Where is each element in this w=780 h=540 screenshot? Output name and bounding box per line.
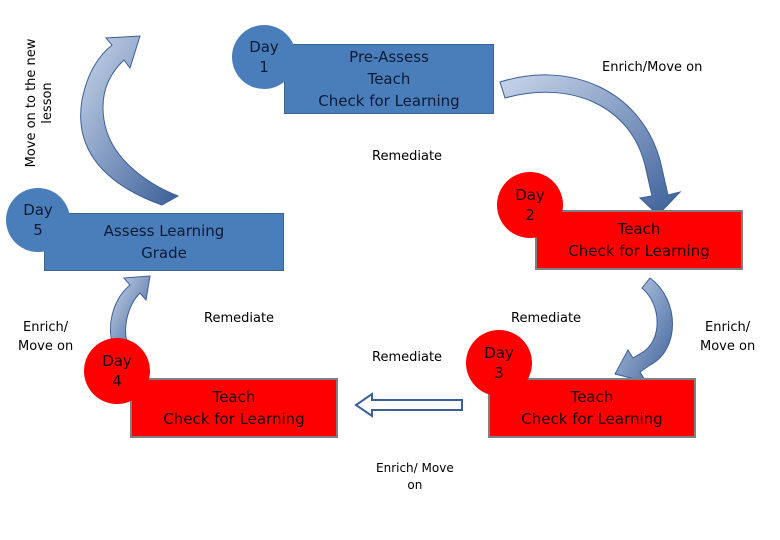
enrich-right-line1: Enrich/ — [705, 320, 751, 335]
day3-teach-line: Teach — [570, 388, 614, 406]
enrich-move-on-bottom-label: Enrich/ Move on — [376, 460, 454, 494]
enrich-move-on-top-label: Enrich/Move on — [602, 60, 703, 75]
enrich-left-line1: Enrich/ — [23, 320, 69, 335]
assess-line: Assess Learning — [103, 222, 225, 240]
day3-teach-box: Teach Check for Learning — [488, 378, 696, 438]
day5-circle: Day 5 — [6, 188, 70, 252]
day2-check-line: Check for Learning — [568, 242, 710, 260]
day2-label: Day — [515, 186, 545, 204]
enrich-move-on-left-label: Enrich/ Move on — [18, 318, 73, 356]
teach-line: Teach — [367, 70, 411, 88]
day5-label: Day — [23, 201, 53, 219]
enrich-right-line2: Move on — [700, 339, 756, 354]
day3-label: Day — [484, 344, 514, 362]
day2-circle: Day 2 — [497, 172, 563, 238]
move-on-new-lesson-label: Move on to the new lesson — [24, 28, 58, 178]
day1-circle: Day 1 — [232, 25, 296, 89]
day1-label: Day — [249, 38, 279, 56]
day4-number: 4 — [112, 372, 122, 390]
day2-teach-box: Teach Check for Learning — [535, 210, 743, 270]
pre-assess-box: Pre-Assess Teach Check for Learning — [284, 44, 494, 114]
day4-label: Day — [102, 352, 132, 370]
remediate-day2-label: Remediate — [511, 311, 582, 326]
day3-circle: Day 3 — [466, 330, 532, 396]
day2-teach-line: Teach — [617, 220, 661, 238]
remediate-top-label: Remediate — [372, 149, 443, 164]
remediate-day3-label: Remediate — [372, 350, 443, 365]
pre-assess-line: Pre-Assess — [349, 48, 429, 66]
enrich-bottom-line1: Enrich/ Move — [376, 461, 454, 475]
day2-number: 2 — [525, 206, 535, 224]
day1-number: 1 — [259, 58, 269, 76]
day4-teach-box: Teach Check for Learning — [130, 378, 338, 438]
day3-number: 3 — [494, 364, 504, 382]
arrow-day4-to-day5 — [109, 275, 151, 351]
assess-learning-box: Assess Learning Grade — [44, 213, 284, 271]
day4-teach-line: Teach — [212, 388, 256, 406]
new-lesson-line2: lesson — [40, 82, 55, 124]
remediate-day4-label: Remediate — [204, 311, 275, 326]
day3-check-line: Check for Learning — [521, 410, 663, 428]
enrich-move-on-right-label: Enrich/ Move on — [700, 318, 755, 356]
enrich-left-line2: Move on — [18, 339, 74, 354]
check-line: Check for Learning — [318, 92, 460, 110]
day5-number: 5 — [33, 221, 43, 239]
day4-check-line: Check for Learning — [163, 410, 305, 428]
new-lesson-line1: Move on to the new — [24, 38, 39, 168]
arrow-day5-to-day1 — [80, 35, 180, 206]
enrich-bottom-line2: on — [407, 478, 423, 492]
arrow-day2-to-day3 — [614, 277, 673, 383]
grade-line: Grade — [141, 244, 187, 262]
arrow-day3-to-day4 — [354, 392, 463, 418]
day4-circle: Day 4 — [84, 338, 150, 404]
